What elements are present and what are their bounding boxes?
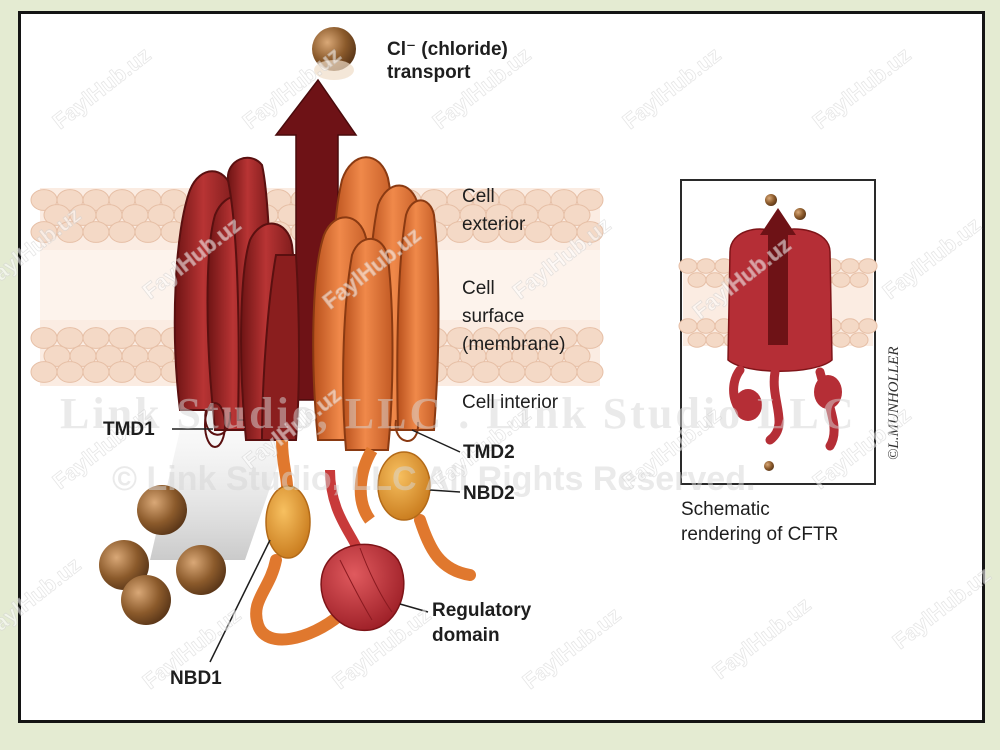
lipid-head (576, 189, 604, 211)
lipid-head (56, 361, 84, 383)
lipid-head (858, 318, 878, 334)
label-tmd1: TMD1 (103, 419, 155, 440)
label-tmd2: TMD2 (463, 442, 515, 463)
lipid-head (446, 361, 474, 383)
lipid-head (831, 332, 851, 348)
label-regulatory-1: Regulatory (432, 600, 532, 621)
site-watermark: FaylHub.uz (808, 42, 916, 134)
lipid-head (576, 221, 604, 243)
label-cell-surface-3: (membrane) (462, 334, 565, 355)
lipid-head (524, 221, 552, 243)
label-cell-exterior-2: exterior (462, 214, 526, 235)
label-regulatory-2: domain (432, 625, 500, 646)
studio-watermark: © Link Studio, LLC All Rights Reserved. (112, 460, 755, 498)
lipid-head (858, 258, 878, 274)
site-watermark: FaylHub.uz (0, 552, 86, 644)
site-watermark: FaylHub.uz (518, 602, 626, 694)
lipid-head (82, 327, 110, 349)
lipid-head (687, 272, 707, 288)
site-watermark: FaylHub.uz (878, 212, 986, 304)
lipid-head (831, 272, 851, 288)
artist-signature: ©L.MUNHOLLER (886, 347, 902, 461)
label-transport: transport (387, 62, 471, 83)
lipid-head (705, 332, 725, 348)
lipid-head (840, 318, 860, 334)
ion-entry-shadow (150, 430, 290, 560)
lipid-head (82, 221, 110, 243)
lipid-head (678, 258, 698, 274)
lipid-head (849, 332, 869, 348)
tmd2-domain (312, 156, 440, 451)
schematic-inset: ©L.MUNHOLLER (678, 179, 902, 485)
site-watermark: FaylHub.uz (708, 592, 816, 684)
label-cell-surface-1: Cell (462, 278, 495, 299)
lipid-head (472, 361, 500, 383)
chloride-ion (121, 575, 171, 625)
lipid-head (134, 221, 162, 243)
lipid-head (108, 327, 136, 349)
lipid-head (687, 332, 707, 348)
site-watermark: FaylHub.uz (48, 42, 156, 134)
studio-watermark: Link Studio, LLC . Link Studio LLC (60, 389, 857, 438)
lipid-head (576, 327, 604, 349)
lipid-head (498, 361, 526, 383)
label-schematic-2: rendering of CFTR (681, 524, 838, 545)
cytoplasmic-domains (250, 439, 476, 646)
lipid-head (134, 361, 162, 383)
lipid-head (550, 361, 578, 383)
lipid-head (108, 221, 136, 243)
labels: Cl⁻ (chloride) transport Cell exterior C… (103, 39, 838, 689)
site-watermark: FaylHub.uz (618, 42, 726, 134)
label-nbd1: NBD1 (170, 668, 222, 689)
lipid-head (678, 318, 698, 334)
chloride-ion (176, 545, 226, 595)
lipid-head (30, 327, 58, 349)
site-watermark: FaylHub.uz (888, 562, 996, 654)
lipid-head (30, 361, 58, 383)
label-cell-surface-2: surface (462, 306, 524, 327)
lipid-head (696, 258, 716, 274)
lipid-head (108, 361, 136, 383)
lipid-head (82, 361, 110, 383)
label-chloride: Cl⁻ (chloride) (387, 39, 508, 60)
lipid-head (524, 361, 552, 383)
watermark-layer: Link Studio, LLC . Link Studio LLC © Lin… (60, 389, 857, 498)
lipid-head (134, 327, 162, 349)
lipid-head (840, 258, 860, 274)
nbd1-domain (265, 485, 311, 559)
label-schematic-1: Schematic (681, 499, 770, 520)
lipid-head (576, 361, 604, 383)
lipid-head (563, 204, 591, 226)
lipid-head (849, 272, 869, 288)
label-nbd2: NBD2 (463, 483, 515, 504)
tmd1-domain (173, 156, 300, 448)
lipid-head (563, 345, 591, 367)
label-cell-exterior-1: Cell (462, 186, 495, 207)
nbd2-domain (377, 451, 431, 521)
lipid-head (56, 327, 84, 349)
leader-lines (172, 428, 461, 663)
chloride-ion (137, 485, 187, 535)
regulatory-domain (320, 543, 405, 631)
label-cell-interior: Cell interior (462, 392, 559, 413)
chloride-ions (99, 27, 356, 625)
chloride-ion-top (312, 27, 356, 71)
